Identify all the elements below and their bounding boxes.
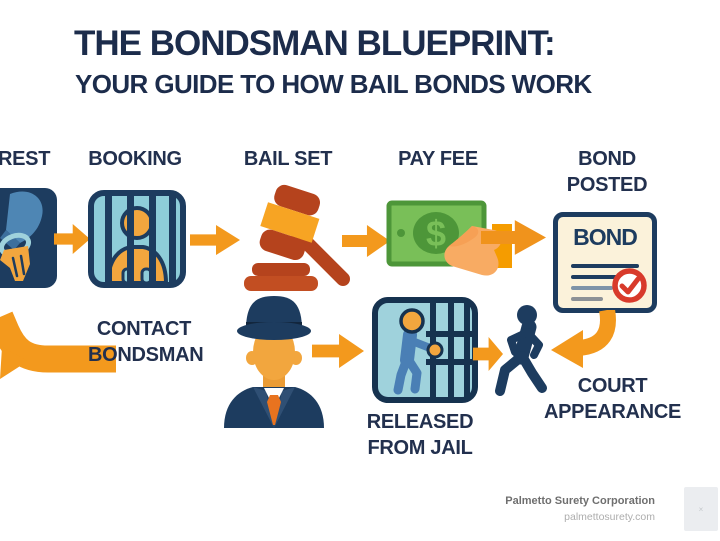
footer-company: Palmetto Surety Corporation [505, 495, 655, 507]
step-label-pay-fee: PAY FEE [398, 148, 478, 170]
document-line [571, 264, 639, 268]
flow-arrow-6 [473, 336, 503, 372]
step-label-bail-set: BAIL SET [243, 148, 333, 170]
step-label-booking: BOOKING [88, 148, 182, 170]
document-line [571, 275, 639, 279]
bond-document-icon: BOND [553, 212, 657, 313]
document-line [571, 297, 603, 301]
step-label-released-from-jail: RELEASED FROM JAIL [366, 411, 474, 459]
walking-person-icon [494, 304, 554, 404]
contact-curve-arrow [0, 303, 118, 385]
court-curve-arrow [545, 310, 630, 378]
flow-arrow-3 [342, 224, 390, 258]
approved-check-icon [611, 267, 648, 304]
bond-document-heading: BOND [573, 224, 638, 250]
step-label-bond-posted: BOND POSTED [566, 148, 648, 196]
step-label-contact-bondsman: CONTACT BONDSMAN [88, 318, 204, 366]
dollar-sign: $ [426, 213, 446, 254]
gavel-icon [240, 182, 352, 294]
flow-arrow-5 [312, 333, 364, 369]
flow-arrow-4 [481, 219, 546, 256]
document-line [571, 286, 613, 290]
jail-release-icon [372, 297, 478, 403]
footer-website: palmettosurety.com [564, 511, 655, 523]
step-label-court-appearance: COURT APPEARANCE [543, 375, 682, 423]
bondsman-icon [222, 292, 326, 428]
footer-logo-placeholder: × [684, 487, 718, 531]
arrest-step-icon-box [0, 188, 57, 288]
page-title: THE BONDSMAN BLUEPRINT: [74, 24, 556, 63]
jail-bars-icon [88, 190, 186, 288]
flow-arrow-2 [190, 224, 240, 256]
handcuffs-icon [0, 188, 57, 288]
step-label-arrest: REST [0, 148, 51, 170]
flow-arrow-1 [54, 223, 90, 255]
page-subtitle: YOUR GUIDE TO HOW BAIL BONDS WORK [75, 69, 592, 99]
